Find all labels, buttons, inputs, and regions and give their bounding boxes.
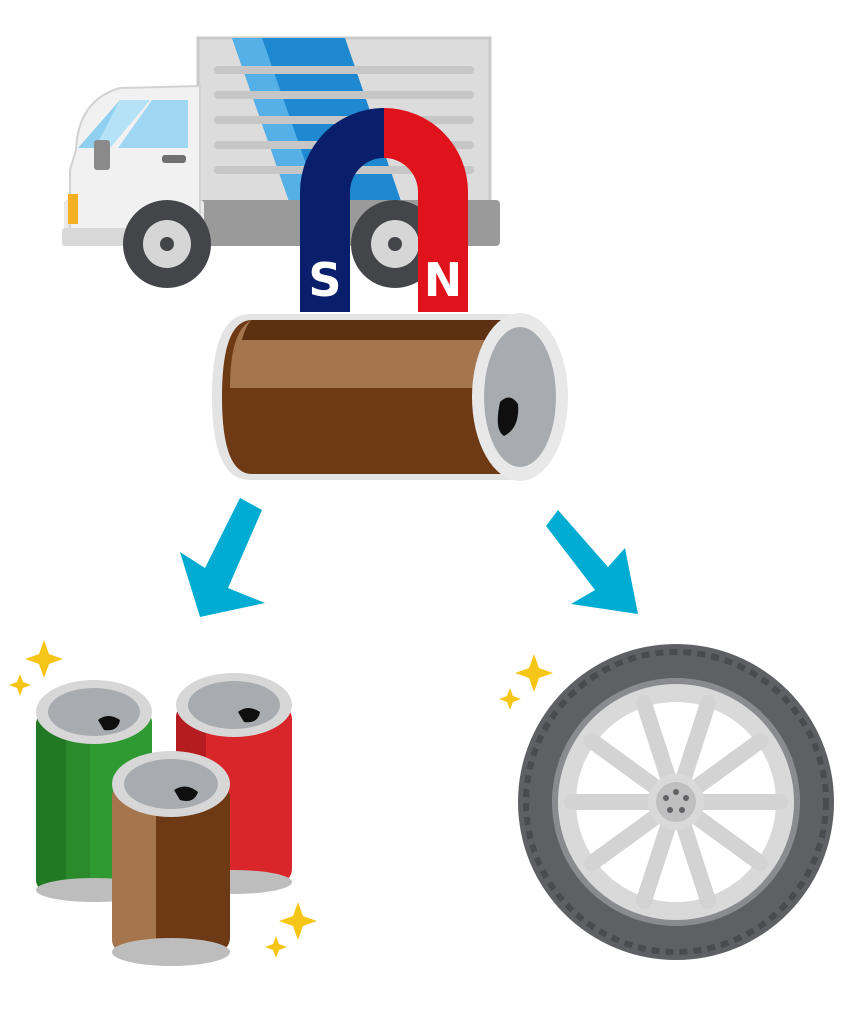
wheel-spoke [635, 695, 678, 790]
wheel-spoke [674, 814, 717, 909]
sparkle-icon [9, 640, 553, 958]
magnet-north-label: N [424, 253, 463, 307]
wheel-spoke [674, 695, 717, 790]
crushed-can-icon [212, 313, 568, 481]
wheel-spoke [685, 806, 769, 872]
arrow-down-left-icon [180, 498, 265, 617]
wheel-spoke [685, 732, 769, 798]
wheel-spoke [635, 814, 678, 909]
magnet-icon: S N [300, 108, 468, 312]
brown-can [112, 751, 230, 966]
arrow-down-right-icon [546, 510, 638, 614]
wheel-spoke [583, 806, 667, 872]
wheel-spoke [583, 732, 667, 798]
wheel-spokes [564, 695, 788, 909]
cans-group-icon [36, 673, 292, 966]
magnet-south-label: S [308, 253, 341, 307]
tire-wheel-icon [518, 644, 834, 960]
